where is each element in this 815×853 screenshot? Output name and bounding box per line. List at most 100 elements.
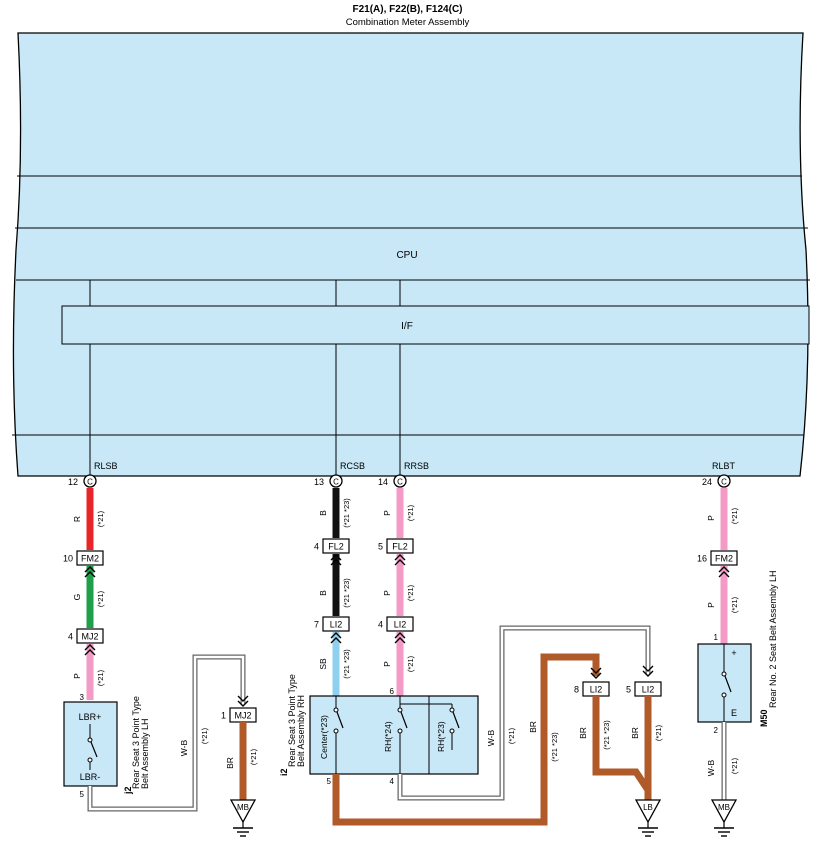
svg-text:13: 13 bbox=[314, 477, 324, 487]
wire-label: BR bbox=[578, 727, 588, 739]
svg-text:MJ2: MJ2 bbox=[81, 632, 98, 642]
svg-text:FL2: FL2 bbox=[328, 542, 344, 552]
svg-text:LBR+: LBR+ bbox=[79, 712, 102, 722]
j2-name-line2: Belt Assembly LH bbox=[140, 718, 150, 789]
wire-note: (*21) bbox=[200, 727, 209, 744]
svg-text:FM2: FM2 bbox=[81, 554, 99, 564]
svg-text:C: C bbox=[87, 478, 93, 487]
cpu-label: CPU bbox=[396, 250, 417, 261]
connector-fm2-rlsb: FM2 10 bbox=[63, 550, 104, 566]
connector-li2-pin8: LI2 8 bbox=[574, 681, 610, 697]
svg-text:LI2: LI2 bbox=[394, 620, 407, 630]
wire-note: (*21) bbox=[406, 504, 415, 521]
ground-mb-1: MB bbox=[229, 799, 257, 837]
terminal-rlsb: C 12 bbox=[68, 474, 97, 488]
j2-id: j2 bbox=[123, 786, 133, 795]
svg-text:4: 4 bbox=[68, 632, 73, 642]
svg-text:5: 5 bbox=[327, 777, 332, 786]
svg-text:5: 5 bbox=[626, 685, 631, 695]
wire-label: B bbox=[318, 590, 328, 596]
svg-text:Center(*23): Center(*23) bbox=[319, 715, 329, 759]
svg-text:MJ2: MJ2 bbox=[234, 711, 251, 721]
wire-label: BR bbox=[630, 727, 640, 739]
svg-text:24: 24 bbox=[702, 477, 712, 487]
m50-id: M50 bbox=[759, 709, 769, 727]
wire-label: SB bbox=[318, 658, 328, 670]
i2-id: i2 bbox=[279, 768, 289, 776]
svg-text:LI2: LI2 bbox=[330, 620, 343, 630]
svg-text:RH(*23): RH(*23) bbox=[436, 721, 446, 752]
wire-note: (*21) bbox=[730, 507, 739, 524]
connector-fl2-rrsb: FL2 5 bbox=[378, 538, 414, 554]
svg-text:12: 12 bbox=[68, 477, 78, 487]
connector-mj2-ground: MJ2 1 bbox=[221, 707, 257, 723]
i2-name-line1: Rear Seat 3 Point Type bbox=[287, 674, 297, 767]
meter-body bbox=[12, 32, 809, 477]
wire-note: (*21 *23) bbox=[342, 649, 351, 679]
svg-text:FM2: FM2 bbox=[715, 554, 733, 564]
connector-codes: F21(A), F22(B), F124(C) bbox=[352, 4, 463, 15]
svg-text:+: + bbox=[731, 648, 736, 658]
j2-name-line1: Rear Seat 3 Point Type bbox=[131, 696, 141, 789]
wire-label: W-B bbox=[179, 739, 189, 756]
svg-text:2: 2 bbox=[714, 726, 719, 735]
connector-li2-rrsb: LI2 4 bbox=[378, 616, 414, 632]
component-title: Combination Meter Assembly bbox=[345, 17, 470, 28]
svg-text:MB: MB bbox=[718, 803, 730, 812]
if-box bbox=[61, 305, 810, 345]
wire-label: P bbox=[382, 661, 392, 667]
wire-note: (*21) bbox=[730, 757, 739, 774]
terminal-rcsb-name: RCSB bbox=[340, 461, 365, 471]
i2-name-line2: Belt Assembly RH bbox=[296, 695, 306, 767]
wire-label: W-B bbox=[486, 729, 496, 746]
wire-note: (*21) bbox=[96, 590, 105, 607]
svg-text:LB: LB bbox=[643, 803, 653, 812]
svg-text:3: 3 bbox=[80, 693, 85, 702]
terminal-rrsb: C 14 bbox=[378, 474, 407, 488]
svg-text:5: 5 bbox=[378, 542, 383, 552]
wire-note: (*21) bbox=[654, 724, 663, 741]
svg-text:E: E bbox=[731, 708, 737, 718]
wire-label: P bbox=[382, 590, 392, 596]
svg-text:1: 1 bbox=[221, 711, 226, 721]
wire-note: (*21) bbox=[730, 596, 739, 613]
wire-note: (*21) bbox=[96, 510, 105, 527]
wire-label: B bbox=[318, 510, 328, 516]
connector-mj2-rlsb: MJ2 4 bbox=[68, 628, 104, 644]
wire-label: R bbox=[72, 516, 82, 522]
component-j2: LBR+ LBR- 3 5 bbox=[63, 693, 118, 799]
connector-li2-pin5: LI2 5 bbox=[626, 681, 662, 697]
svg-text:6: 6 bbox=[390, 687, 395, 696]
svg-text:RH(*24): RH(*24) bbox=[383, 721, 393, 752]
terminal-rcsb: C 13 bbox=[314, 474, 343, 488]
wire-note: (*21) bbox=[96, 669, 105, 686]
wire-note: (*21 *23) bbox=[550, 732, 559, 762]
wire-note: (*21) bbox=[507, 727, 516, 744]
terminal-rlsb-name: RLSB bbox=[94, 461, 118, 471]
svg-text:5: 5 bbox=[80, 790, 85, 799]
wire-note: (*21 *23) bbox=[602, 720, 611, 750]
svg-text:1: 1 bbox=[714, 633, 719, 642]
connector-fl2-rcsb: FL2 4 bbox=[314, 538, 350, 554]
if-label: I/F bbox=[401, 321, 413, 332]
wire-note: (*21) bbox=[406, 655, 415, 672]
svg-text:FL2: FL2 bbox=[392, 542, 408, 552]
wire-label: G bbox=[72, 594, 82, 601]
svg-text:LI2: LI2 bbox=[590, 685, 603, 695]
connector-li2-rcsb: LI2 7 bbox=[314, 616, 350, 632]
connector-fm2-rlbt: FM2 16 bbox=[697, 550, 738, 566]
svg-text:14: 14 bbox=[378, 477, 388, 487]
svg-text:MB: MB bbox=[237, 803, 249, 812]
wire-note: (*21 *23) bbox=[342, 498, 351, 528]
svg-text:4: 4 bbox=[378, 620, 383, 630]
svg-text:10: 10 bbox=[63, 554, 73, 564]
wire-note: (*21 *23) bbox=[342, 578, 351, 608]
terminal-rlbt-name: RLBT bbox=[712, 461, 736, 471]
component-m50: + E 1 2 bbox=[697, 633, 752, 735]
svg-text:LI2: LI2 bbox=[642, 685, 655, 695]
wire-label: W-B bbox=[706, 759, 716, 776]
wire-label: P bbox=[72, 673, 82, 679]
svg-text:C: C bbox=[333, 478, 339, 487]
svg-text:8: 8 bbox=[574, 685, 579, 695]
